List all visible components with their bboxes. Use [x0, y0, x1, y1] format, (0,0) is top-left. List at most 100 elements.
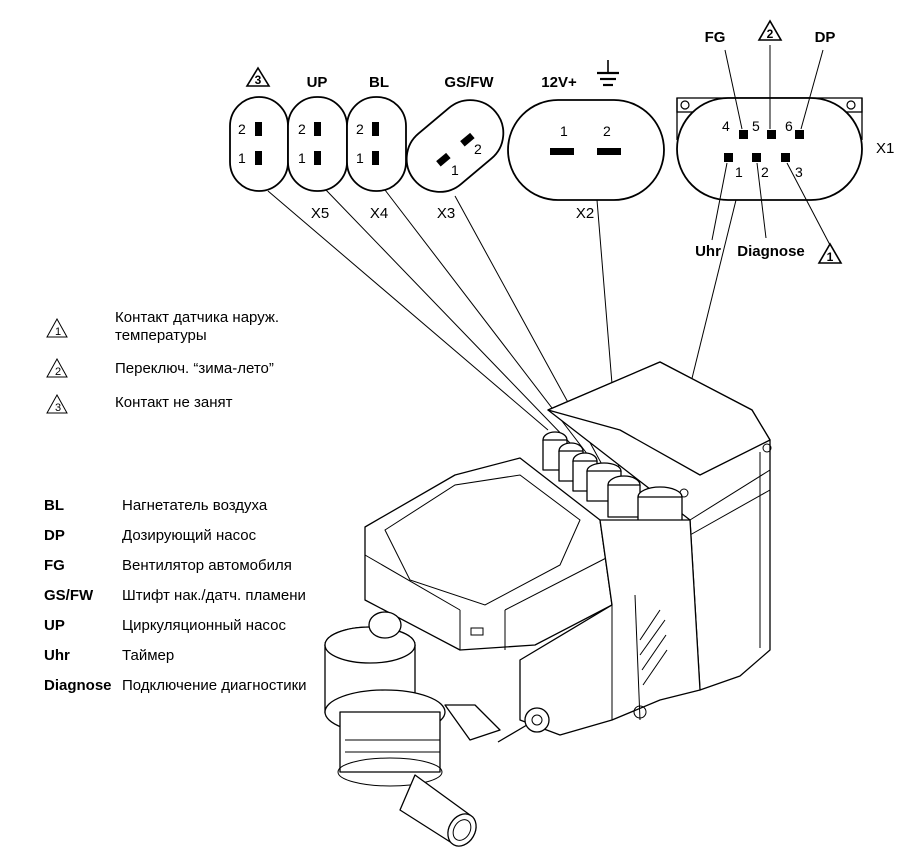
mount-bracket [444, 704, 501, 741]
pin-2-label: 2 [238, 121, 246, 137]
connector-label-x4: X4 [370, 205, 388, 222]
pin-1-label: 1 [560, 123, 568, 139]
pin-2-label: 2 [603, 123, 611, 139]
legend-desc: Циркуляционный насос [122, 617, 286, 634]
pin-1-label: 1 [356, 150, 364, 166]
svg-text:2: 2 [55, 366, 61, 378]
pin-6-label: 6 [785, 118, 793, 134]
pin-1 [436, 152, 451, 167]
legend-abbr: Diagnose [44, 677, 112, 694]
pin-2-label: 2 [356, 121, 364, 137]
mount-hole-right [846, 100, 856, 110]
heat-exchanger-body [519, 519, 701, 736]
abbreviation-legend: BL Нагнетатель воздуха DP Дозирующий нас… [44, 497, 344, 697]
cooling-slots [639, 609, 668, 686]
ground-icon [597, 60, 619, 87]
note-text-2: Переключ. “зима-лето” [115, 360, 274, 377]
pin-3-label: 3 [795, 164, 803, 180]
svg-text:1: 1 [827, 250, 834, 264]
note-text-3: Контакт не занят [115, 394, 233, 411]
svg-text:3: 3 [55, 402, 61, 414]
connector-x3-housing [405, 99, 505, 193]
note-marker-2-icon: 2 [46, 358, 68, 378]
pin-2 [314, 122, 321, 136]
leader-line-x5 [325, 189, 571, 444]
pin-2 [372, 122, 379, 136]
circulation-pump [324, 611, 477, 847]
pin-5 [767, 130, 776, 139]
note-marker-1-icon: 1 [46, 318, 68, 338]
signal-label-12v: 12V+ [541, 74, 577, 91]
pin-2-label: 2 [298, 121, 306, 137]
pin-1-label: 1 [298, 150, 306, 166]
note-text-1-line2: температуры [115, 327, 207, 344]
glow-pin-socket [524, 707, 550, 733]
connector-label-x2: X2 [576, 205, 594, 222]
legend-desc: Штифт нак./датч. пламени [122, 587, 306, 604]
pin-4 [739, 130, 748, 139]
pin-2-label: 2 [761, 164, 769, 180]
connector-x2-housing [507, 99, 665, 201]
leader-lines [267, 189, 737, 509]
note-marker-1-icon: 1 [817, 242, 843, 264]
connector-x1: 4 5 6 1 2 3 X1 FG 2 DP Uhr Diagnose 1 [676, 19, 894, 264]
pin-1-label: 1 [238, 150, 246, 166]
pump-inlet-pipe [368, 611, 402, 639]
connector-x4-housing [346, 96, 407, 192]
note-marker-3-icon: 3 [245, 66, 271, 87]
mount-hole-left [680, 100, 690, 110]
connector-x6: 2 1 3 [229, 66, 289, 192]
pin-1 [314, 151, 321, 165]
svg-text:1: 1 [55, 326, 61, 338]
svg-text:2: 2 [767, 27, 774, 41]
pin-1-label: 1 [451, 162, 459, 178]
signal-label-up: UP [307, 74, 328, 91]
signal-label-fg: FG [705, 29, 726, 46]
connector-x6-housing [229, 96, 289, 192]
legend-desc: Нагнетатель воздуха [122, 497, 268, 514]
legend-desc: Вентилятор автомобиля [122, 557, 292, 574]
note-marker-3-icon: 3 [46, 394, 68, 414]
legend-desc: Подключение диагностики [122, 677, 307, 694]
svg-text:3: 3 [255, 73, 262, 87]
signal-label-bl: BL [369, 74, 389, 91]
connector-label-x5: X5 [311, 205, 329, 222]
legend-abbr: Uhr [44, 647, 70, 664]
legend-abbr: GS/FW [44, 587, 94, 604]
pin-1 [372, 151, 379, 165]
pin-2 [255, 122, 262, 136]
pin-1 [724, 153, 733, 162]
signal-label-uhr: Uhr [695, 243, 721, 260]
connector-x5-housing [287, 96, 348, 192]
legend-desc: Таймер [122, 647, 175, 664]
pin-2 [752, 153, 761, 162]
legend-abbr: UP [44, 617, 65, 634]
legend-desc: Дозирующий насос [122, 527, 257, 544]
pin-1-label: 1 [735, 164, 743, 180]
connector-label-x3: X3 [437, 205, 455, 222]
connector-label-x1: X1 [876, 140, 894, 157]
pin-2 [460, 132, 475, 147]
note-marker-2-icon: 2 [757, 19, 783, 41]
legend-abbr: FG [44, 557, 65, 574]
connector-x5: 2 1 UP X5 [287, 74, 348, 222]
signal-label-diagnose: Diagnose [737, 243, 805, 260]
connector-x3: 2 1 GS/FW X3 [405, 74, 505, 222]
signal-label-dp: DP [815, 29, 836, 46]
pin-1 [550, 148, 574, 155]
note-text-1-line1: Контакт датчика наруж. [115, 309, 280, 326]
legend-abbr: DP [44, 527, 65, 544]
pin-5-label: 5 [752, 118, 760, 134]
heater-unit-drawing [324, 361, 772, 847]
pin-2-label: 2 [474, 141, 482, 157]
pin-6 [795, 130, 804, 139]
pin-3 [781, 153, 790, 162]
legend-abbr: BL [44, 497, 64, 514]
connector-x4: 2 1 BL X4 [346, 74, 407, 222]
pin-4-label: 4 [722, 118, 730, 134]
connector-x2: 1 2 12V+ X2 [507, 60, 665, 222]
leader-line-x6 [267, 190, 549, 431]
signal-label-gsfw: GS/FW [444, 74, 494, 91]
